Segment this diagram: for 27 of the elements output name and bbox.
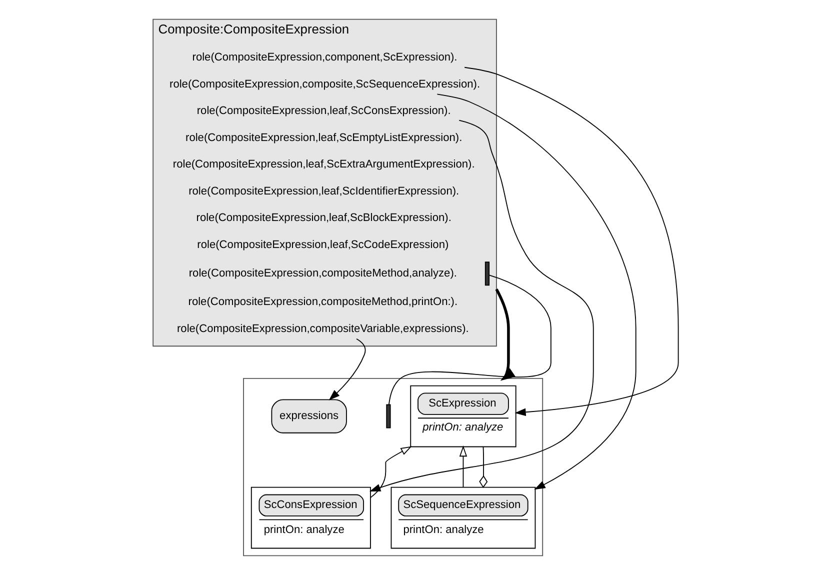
node-text: role(CompositeExpression,leaf,ScBlockExpression). xyxy=(196,212,452,224)
node-text: role(CompositeExpression,leaf,ScCodeExpression) xyxy=(197,238,449,251)
arrow xyxy=(464,66,679,416)
node-text: role(CompositeExpression,leaf,ScConsExpression). xyxy=(196,105,451,118)
arrow xyxy=(495,288,516,381)
arrow xyxy=(459,445,468,488)
connector xyxy=(388,274,552,405)
connector xyxy=(479,446,488,488)
node-text: role(CompositeExpression,leaf,ScExtraArgumentExpression). xyxy=(172,158,475,171)
node-box: expressions xyxy=(271,399,347,434)
node-brace xyxy=(386,404,391,428)
node-brace xyxy=(484,262,490,286)
node-text: role(CompositeExpression,compositeVariable,expressions). xyxy=(176,322,469,335)
node-box: ScSequenceExpression printOn: analyze xyxy=(390,486,536,549)
node-text: role(CompositeExpression,compositeMethod,printOn:). xyxy=(188,296,458,308)
node-box: ScConsExpression printOn: analyze xyxy=(250,486,371,549)
cluster xyxy=(243,378,544,556)
node-text: role(CompositeExpression,leaf,ScIdentifierExpression). xyxy=(188,185,460,198)
arrow xyxy=(436,94,636,490)
node-box: ScExpression printOn: analyze xyxy=(410,385,516,448)
node-text: role(CompositeExpression,compositeMethod,analyze). xyxy=(188,268,457,280)
arrow xyxy=(370,446,412,498)
node-text: role(CompositeExpression,component,ScExpression). xyxy=(192,52,458,64)
node-text: role(CompositeExpression,leaf,ScEmptyListExpression). xyxy=(186,132,462,144)
arrow xyxy=(369,120,594,492)
node-text: role(CompositeExpression,composite,ScSequenceExpression). xyxy=(170,78,480,90)
arrow xyxy=(328,338,366,400)
